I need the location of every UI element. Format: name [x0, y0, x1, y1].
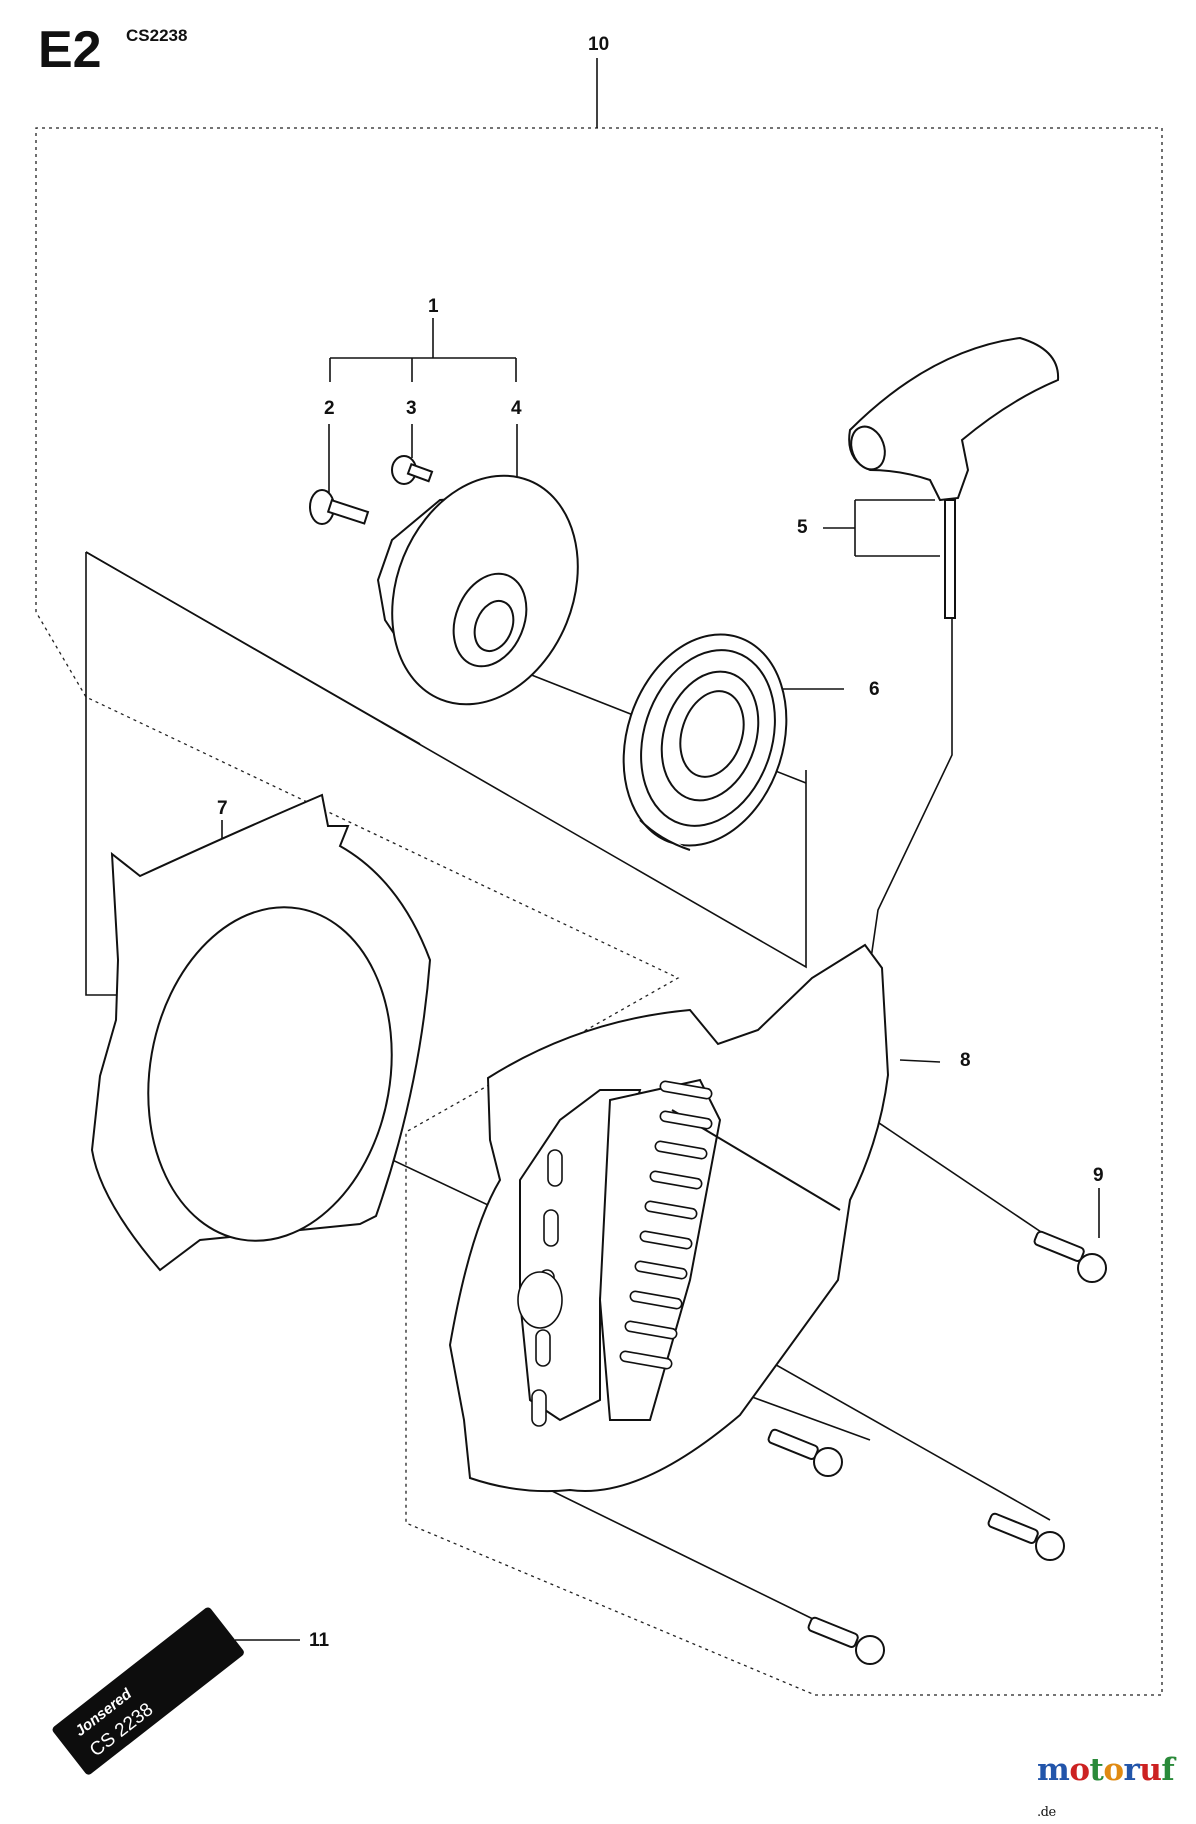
section-code: E2	[38, 21, 102, 79]
callout-11: 11	[309, 1630, 330, 1651]
housing-grille	[517, 1080, 713, 1427]
screw-part-9	[1033, 1230, 1107, 1283]
washer-part-3	[391, 455, 434, 485]
spring-part-6	[622, 633, 788, 851]
housing-screws	[767, 1428, 1065, 1665]
callout-8: 8	[960, 1050, 971, 1071]
callout-10: 10	[588, 34, 610, 55]
watermark-name: motoruf	[1037, 1752, 1175, 1788]
watermark-tld: .de	[1037, 1805, 1056, 1820]
callout-6: 6	[869, 679, 880, 700]
decal-part-11: Jonsered CS 2238	[52, 1607, 244, 1775]
air-guide-part-7	[90, 793, 432, 1272]
callout-2: 2	[324, 398, 335, 419]
callout-9: 9	[1093, 1165, 1104, 1186]
assembly-boundary	[35, 127, 1163, 1696]
pulley-part-4	[376, 474, 579, 706]
callout-1: 1	[428, 296, 439, 317]
callout-5: 5	[797, 517, 808, 538]
watermark: motoruf .de	[1037, 1752, 1196, 1824]
model-code: CS2238	[126, 26, 188, 45]
callout-7: 7	[217, 798, 228, 819]
starter-handle-part-5	[848, 336, 1060, 619]
screw-part-2	[309, 489, 370, 525]
starter-housing-part-8	[448, 943, 890, 1493]
callout-3: 3	[406, 398, 417, 419]
callout-4: 4	[511, 398, 522, 419]
